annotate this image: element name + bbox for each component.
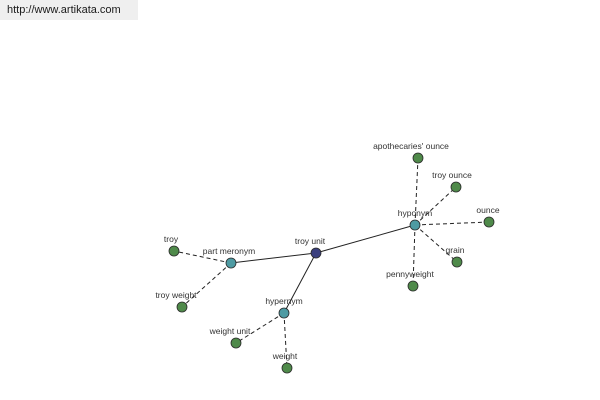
node-hypernym[interactable]	[278, 307, 290, 319]
label-hyponym[interactable]: hyponym	[398, 208, 433, 218]
node-troy-unit[interactable]	[310, 247, 322, 259]
site-url-banner[interactable]: http://www.artikata.com	[0, 0, 138, 20]
edge-part-meronym-to-troy-weight	[181, 262, 232, 308]
node-weight-unit[interactable]	[230, 337, 242, 349]
node-apothecaries-ounce[interactable]	[412, 152, 424, 164]
edge-part-meronym-to-troy	[173, 250, 232, 264]
node-ounce[interactable]	[483, 216, 495, 228]
edge-troy-unit-to-hypernym	[283, 252, 317, 314]
label-troy-ounce[interactable]: troy ounce	[432, 170, 472, 180]
labels-layer: troy unit part meronym hypernym hyponym troy…	[155, 141, 499, 361]
node-weight[interactable]	[281, 362, 293, 374]
edge-troy-unit-to-part-meronym	[230, 252, 317, 264]
label-part-meronym[interactable]: part meronym	[203, 246, 255, 256]
label-ounce[interactable]: ounce	[476, 205, 499, 215]
node-part-meronym[interactable]	[225, 257, 237, 269]
label-troy[interactable]: troy	[164, 234, 179, 244]
edges-layer	[173, 157, 490, 369]
label-troy-weight[interactable]: troy weight	[155, 290, 197, 300]
node-troy-weight[interactable]	[176, 301, 188, 313]
edge-hyponym-to-pennyweight	[412, 224, 416, 287]
node-grain[interactable]	[451, 256, 463, 268]
label-weight[interactable]: weight	[272, 351, 298, 361]
label-troy-unit[interactable]: troy unit	[295, 236, 326, 246]
edge-hyponym-to-ounce	[414, 221, 490, 226]
edge-hypernym-to-weight	[283, 312, 288, 369]
label-apothecaries-ounce[interactable]: apothecaries' ounce	[373, 141, 449, 151]
node-pennyweight[interactable]	[407, 280, 419, 292]
edge-troy-unit-to-hyponym	[315, 224, 416, 254]
edge-hyponym-to-troy-ounce	[414, 186, 457, 226]
node-troy-ounce[interactable]	[450, 181, 462, 193]
node-hyponym[interactable]	[409, 219, 421, 231]
label-pennyweight[interactable]: pennyweight	[386, 269, 434, 279]
node-troy[interactable]	[168, 245, 180, 257]
label-weight-unit[interactable]: weight unit	[209, 326, 251, 336]
label-hypernym[interactable]: hypernym	[265, 296, 302, 306]
label-grain[interactable]: grain	[446, 245, 465, 255]
edge-hyponym-to-grain	[414, 224, 458, 263]
nodes-layer	[168, 152, 495, 374]
edge-hypernym-to-weight-unit	[235, 312, 285, 344]
